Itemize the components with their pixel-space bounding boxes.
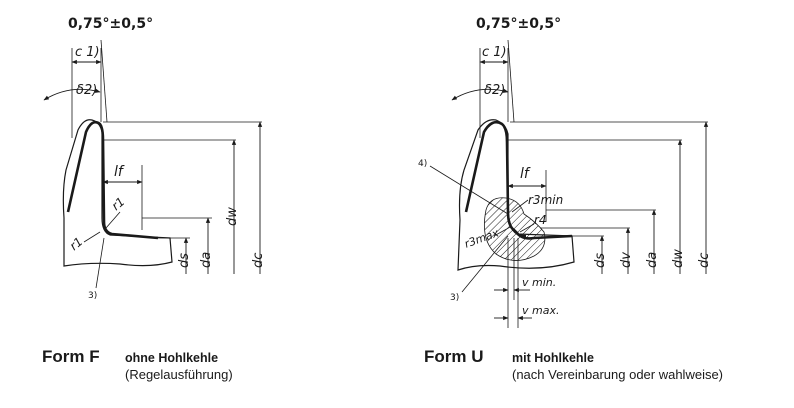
form-u-title: mit Hohlkehle bbox=[512, 351, 594, 365]
form-u-vmax-label: v max. bbox=[522, 304, 559, 317]
form-f-note3: 3) bbox=[88, 291, 97, 301]
form-u-label: Form U bbox=[424, 347, 484, 366]
form-u-c-label: c 1) bbox=[482, 45, 507, 60]
form-f-r1-leader-a bbox=[105, 211, 121, 229]
form-u-r3max-leader bbox=[493, 225, 513, 237]
form-f-lf-label: lf bbox=[114, 164, 125, 180]
form-f-r1a-label: r1 bbox=[109, 194, 128, 213]
form-u-note3: 3) bbox=[450, 293, 459, 303]
form-u-delta-arc bbox=[451, 88, 509, 101]
form-u-subtitle: (nach Vereinbarung oder wahlweise) bbox=[512, 367, 724, 382]
form-u-dw-label: dw bbox=[671, 249, 686, 268]
form-u-ds-label: ds bbox=[593, 253, 608, 268]
form-u-drawing: 0,75°±0,5° c 1) δ2) lf 4) r3min r4 r3max… bbox=[418, 16, 712, 328]
form-u-note4: 4) bbox=[418, 159, 427, 169]
form-u-lf-label: lf bbox=[520, 166, 531, 182]
form-f-tilt-line bbox=[100, 39, 108, 123]
form-u-dc-label: dc bbox=[697, 253, 712, 268]
form-u-da-label: da bbox=[645, 252, 660, 268]
form-f-delta-arc bbox=[43, 88, 101, 101]
form-f-delta-label: δ2) bbox=[76, 83, 97, 98]
form-f-tilt-label: 0,75°±0,5° bbox=[68, 16, 153, 32]
form-f-contour bbox=[66, 120, 159, 240]
form-u-dv-label: dv bbox=[619, 252, 634, 268]
form-f-r1-leader-b bbox=[83, 231, 101, 243]
form-f-title: ohne Hohlkehle bbox=[125, 351, 219, 365]
form-f-c-label: c 1) bbox=[75, 45, 100, 60]
form-u-note4-leader bbox=[429, 165, 509, 215]
form-u-note3-leader bbox=[461, 235, 509, 293]
form-u-tilt-label: 0,75°±0,5° bbox=[476, 16, 561, 32]
form-u-r4-leader bbox=[519, 223, 535, 233]
form-u-delta-label: δ2) bbox=[484, 83, 505, 98]
form-u-r3min-label: r3min bbox=[528, 193, 563, 207]
form-f-ds-label: ds bbox=[177, 253, 192, 268]
form-u-r3min-leader bbox=[511, 199, 529, 213]
form-f-shaft-section bbox=[62, 119, 173, 267]
form-f-drawing: 0,75°±0,5° c 1) δ2) lf r1 r1 3) ds da dw… bbox=[43, 16, 266, 301]
form-u-vmin-label: v min. bbox=[522, 276, 556, 289]
form-f-dc-label: dc bbox=[251, 253, 266, 268]
form-u-tilt-line bbox=[507, 39, 515, 123]
form-f-label: Form F bbox=[42, 347, 100, 366]
form-f-da-label: da bbox=[199, 252, 214, 268]
form-f-note3-leader bbox=[95, 237, 105, 289]
form-f-dw-label: dw bbox=[225, 207, 240, 226]
form-f-subtitle: (Regelausführung) bbox=[125, 367, 233, 382]
form-u-undercut-notch bbox=[507, 213, 527, 237]
form-f-r1b-label: r1 bbox=[67, 234, 86, 253]
form-u-r4-label: r4 bbox=[534, 213, 547, 227]
